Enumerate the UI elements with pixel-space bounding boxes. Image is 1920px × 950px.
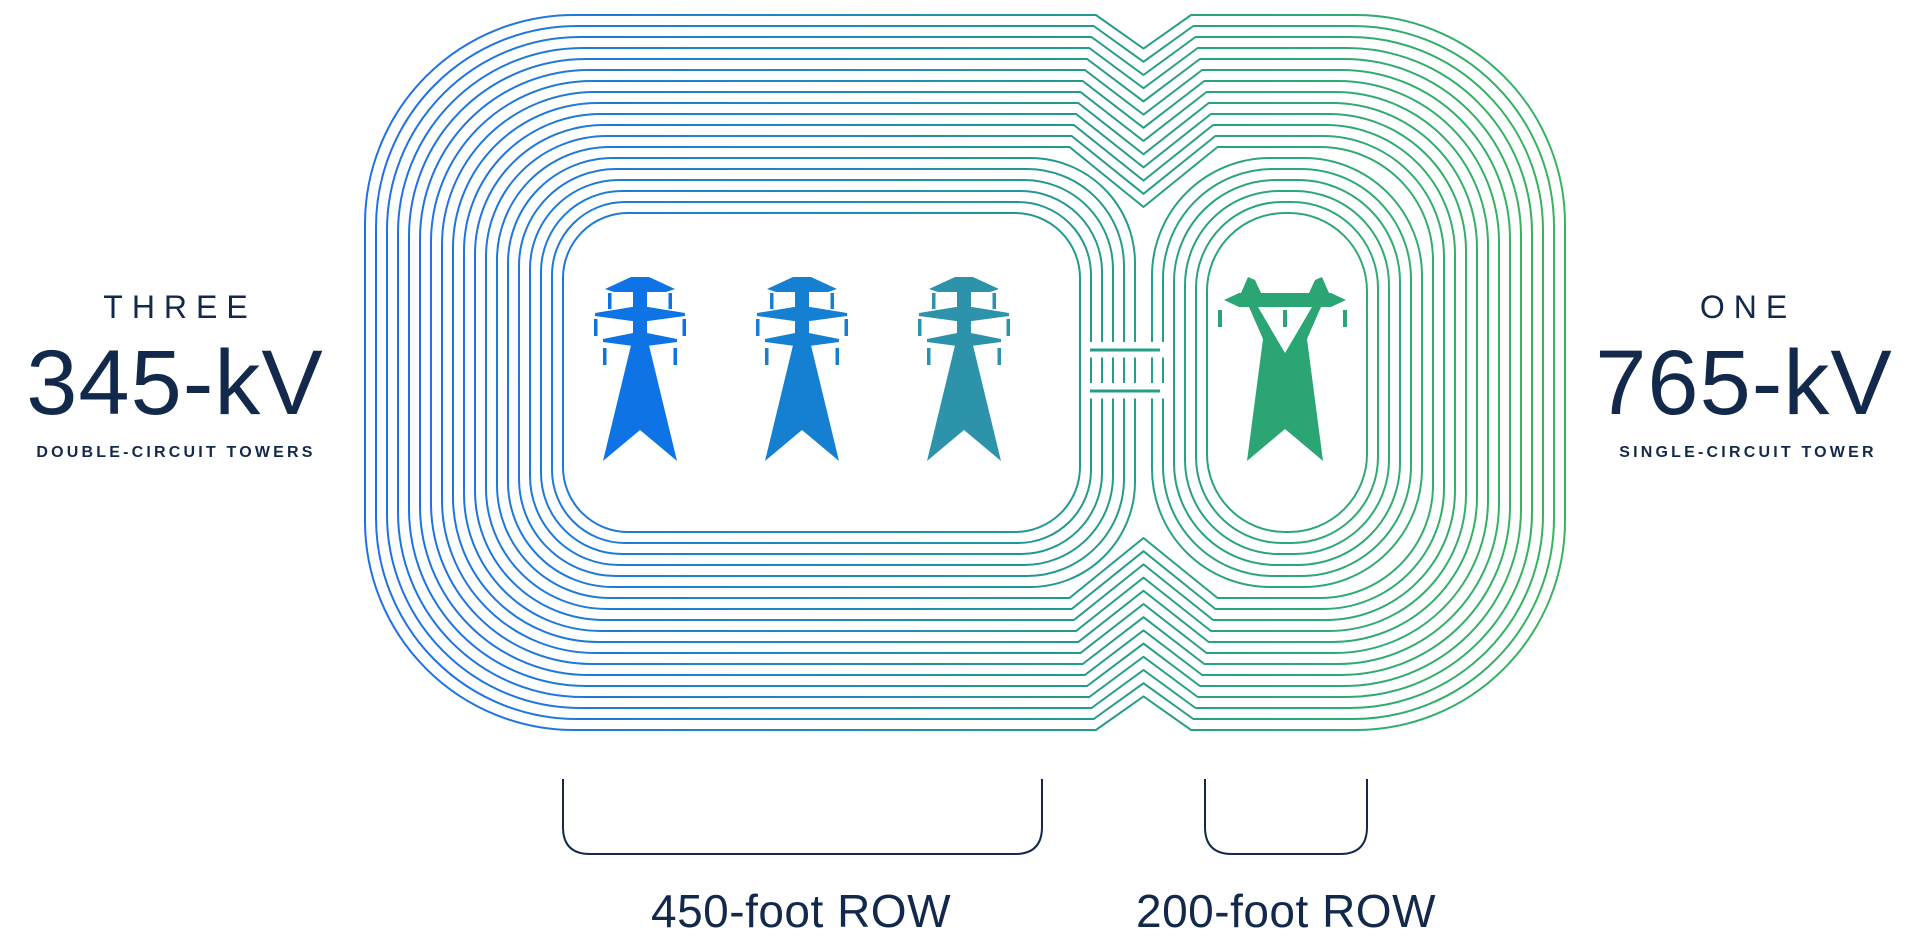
row-contour-line — [441, 91, 1489, 654]
row-contour-line — [540, 190, 1103, 555]
row-contour-line — [1184, 190, 1390, 555]
row-label-right: 200-foot ROW — [1136, 885, 1436, 937]
single-circuit-tower-icon — [1218, 277, 1347, 461]
row-contour-line — [1206, 212, 1368, 533]
row-contour-line — [551, 201, 1092, 544]
row-contour-line — [430, 80, 1500, 665]
row-contour-line — [518, 168, 1125, 577]
row-contour-line — [375, 25, 1555, 720]
row-contour-line — [1173, 179, 1401, 566]
row-bracket-right — [1204, 779, 1368, 855]
row-contour-line — [496, 146, 1434, 599]
row-contour-line — [1195, 201, 1379, 544]
row-contour-line — [408, 58, 1522, 687]
right-type-label: SINGLE-CIRCUIT TOWER — [1619, 444, 1876, 461]
double-circuit-tower-icon — [918, 277, 1010, 461]
right-voltage-label: 765-kV — [1595, 332, 1893, 434]
equals-connector-icon — [1082, 342, 1168, 399]
row-contour-line — [529, 179, 1114, 566]
row-contour-line — [474, 124, 1456, 621]
row-bracket-left — [562, 779, 1043, 855]
left-type-label: DOUBLE-CIRCUIT TOWERS — [36, 444, 315, 461]
row-contour-line — [562, 212, 1081, 533]
row-contour-line — [1151, 157, 1423, 588]
row-contour-line — [507, 157, 1136, 588]
row-contour-line — [419, 69, 1511, 676]
row-contour-line — [485, 135, 1445, 610]
left-voltage-label: 345-kV — [26, 332, 324, 434]
row-contour-line — [386, 36, 1544, 709]
row-contour-line — [1162, 168, 1412, 577]
double-circuit-tower-icon — [594, 277, 686, 461]
row-contour-loops — [364, 14, 1566, 731]
row-contour-line — [364, 14, 1566, 731]
row-contour-line — [452, 102, 1478, 643]
row-contour-line — [397, 47, 1533, 698]
left-count-label: THREE — [103, 289, 256, 325]
row-label-left: 450-foot ROW — [651, 885, 951, 937]
row-contour-line — [463, 113, 1467, 632]
double-circuit-tower-icon — [756, 277, 848, 461]
right-count-label: ONE — [1700, 289, 1796, 325]
